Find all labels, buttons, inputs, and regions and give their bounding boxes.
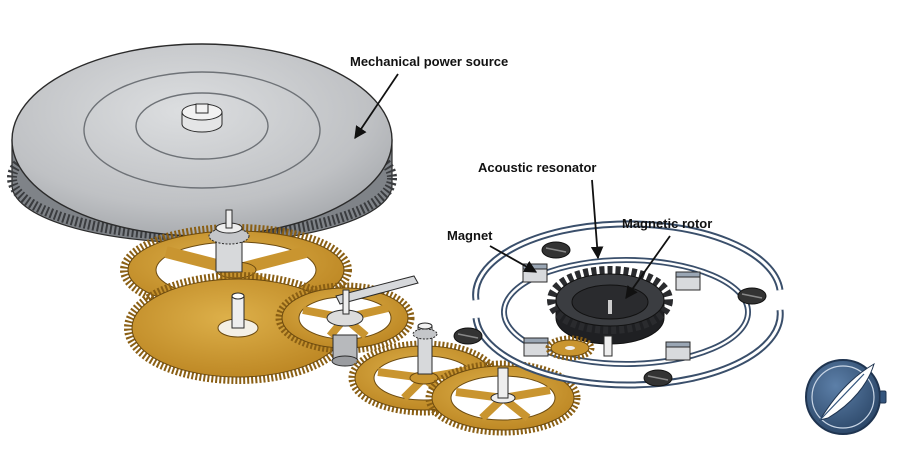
fifth-wheel	[425, 360, 581, 436]
callout-acoustic-resonator: Acoustic resonator	[478, 160, 604, 260]
arrow-acoustic-resonator	[590, 179, 604, 260]
third-wheel	[275, 275, 419, 367]
magnetic-rotor	[547, 266, 673, 345]
mainspring-barrel	[7, 43, 397, 244]
magnet-block	[523, 337, 549, 357]
acoustic-resonator-assembly	[453, 220, 784, 389]
rotor-pinion-wheel	[545, 335, 613, 361]
label-mechanical-power-source: Mechanical power source	[350, 54, 508, 69]
magnet-block	[665, 341, 691, 361]
resonator-screw	[541, 241, 571, 259]
label-magnet: Magnet	[447, 228, 493, 243]
arrow-mechanical-power-source	[354, 73, 399, 140]
resonator-screw	[453, 327, 483, 345]
label-magnetic-rotor: Magnetic rotor	[622, 216, 712, 231]
gear-train	[120, 209, 581, 436]
arrow-magnet	[489, 245, 538, 273]
callout-magnet: Magnet	[447, 228, 538, 273]
label-acoustic-resonator: Acoustic resonator	[478, 160, 596, 175]
barrel-top-face	[11, 43, 393, 237]
resonator-screw	[643, 369, 673, 387]
barrel-pinion	[208, 209, 250, 273]
callout-mechanical-power-source: Mechanical power source	[350, 54, 508, 140]
resonator-screw	[737, 287, 767, 305]
click-lever	[335, 275, 419, 305]
callout-magnetic-rotor: Magnetic rotor	[622, 216, 712, 300]
barrel-arbor	[181, 103, 223, 133]
arrow-magnetic-rotor	[625, 235, 671, 300]
magnet-block	[675, 271, 701, 291]
quill-pen-watch-icon	[805, 359, 887, 435]
